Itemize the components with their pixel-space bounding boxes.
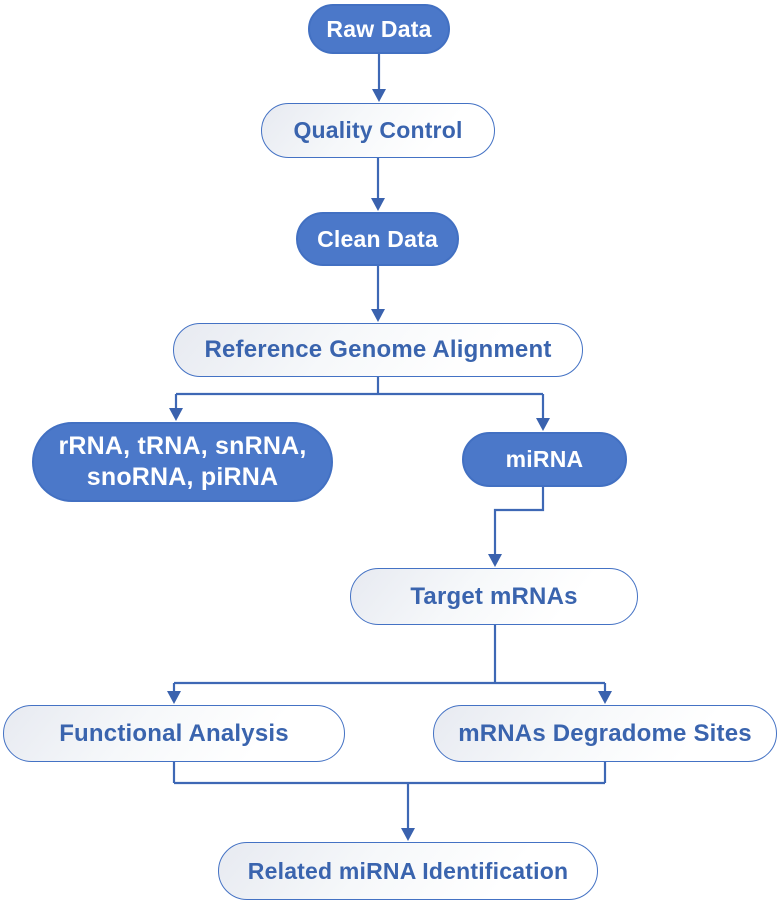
node-other-small-rnas-label: rRNA, tRNA, snRNA, snoRNA, piRNA: [58, 431, 307, 491]
node-quality-control: Quality Control: [261, 103, 495, 158]
edge-mirna-to-target-mrnas: [493, 487, 545, 555]
arrowhead-clean-data: [371, 198, 385, 211]
node-reference-genome-alignment-label: Reference Genome Alignment: [204, 336, 552, 363]
node-mirna-label: miRNA: [505, 446, 584, 473]
edge-target-mrnas-split: [172, 625, 607, 692]
node-functional-analysis: Functional Analysis: [3, 705, 345, 762]
edge-ref-genome-split: [174, 377, 545, 419]
node-clean-data: Clean Data: [296, 212, 459, 266]
node-functional-analysis-label: Functional Analysis: [59, 719, 289, 747]
node-reference-genome-alignment: Reference Genome Alignment: [173, 323, 583, 377]
node-related-mirna-identification: Related miRNA Identification: [218, 842, 598, 900]
arrowhead-degradome-sites: [598, 691, 612, 704]
arrowhead-other-rna: [169, 408, 183, 421]
node-target-mrnas-label: Target mRNAs: [410, 582, 578, 610]
node-raw-data: Raw Data: [308, 4, 450, 54]
node-clean-data-label: Clean Data: [317, 225, 438, 252]
node-quality-control-label: Quality Control: [293, 117, 463, 144]
arrowhead-ref-genome: [371, 309, 385, 322]
node-related-mirna-identification-label: Related miRNA Identification: [247, 857, 569, 884]
node-other-small-rnas: rRNA, tRNA, snRNA, snoRNA, piRNA: [32, 422, 333, 502]
arrowhead-target-mrnas: [488, 554, 502, 567]
node-target-mrnas: Target mRNAs: [350, 568, 638, 625]
arrowhead-mirna: [536, 418, 550, 431]
arrowhead-quality-control: [372, 89, 386, 102]
arrowhead-related-mirna: [401, 828, 415, 841]
node-mrnas-degradome-sites: mRNAs Degradome Sites: [433, 705, 777, 762]
node-raw-data-label: Raw Data: [326, 15, 432, 42]
node-mrnas-degradome-sites-label: mRNAs Degradome Sites: [458, 719, 752, 747]
edge-merge-to-related-mirna: [172, 762, 607, 829]
node-mirna: miRNA: [462, 432, 627, 487]
arrowhead-functional-analysis: [167, 691, 181, 704]
